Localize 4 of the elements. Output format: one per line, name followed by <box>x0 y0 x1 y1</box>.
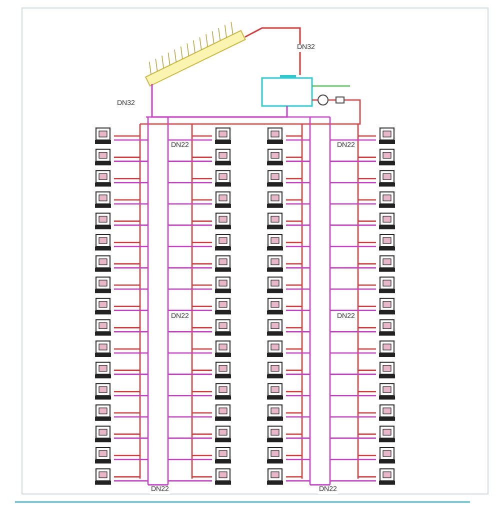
solar-collector <box>144 22 246 87</box>
water-tank <box>261 75 313 107</box>
return-pipe <box>151 84 288 118</box>
hot-water-pipe <box>244 27 301 75</box>
